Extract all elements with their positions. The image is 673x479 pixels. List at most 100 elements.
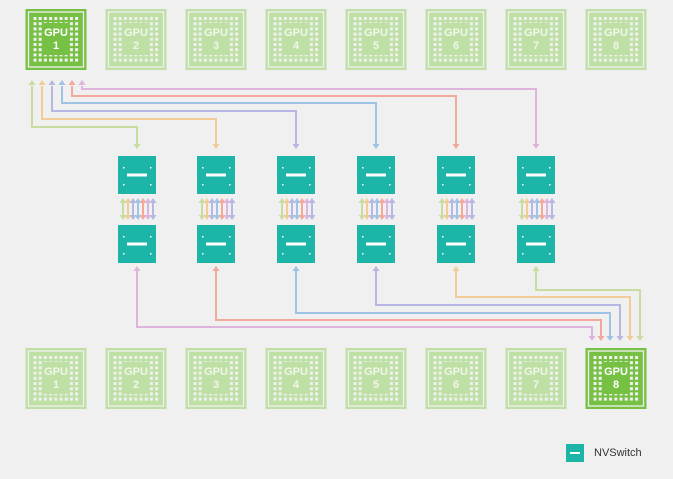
gpu-grid-cell	[315, 382, 319, 385]
gpu-grid-cell	[149, 17, 153, 20]
gpu-number: 4	[293, 40, 300, 52]
link-arrowhead	[458, 198, 466, 203]
gpu-grid-cell	[469, 366, 473, 370]
gpu-grid-cell	[454, 397, 458, 401]
gpu-grid-cell	[619, 356, 623, 359]
gpu-grid-cell	[544, 58, 548, 62]
gpu-grid-cell	[273, 387, 277, 391]
gpu-grid-cell	[389, 366, 393, 370]
nvswitch-dot	[442, 167, 444, 169]
gpu-grid-cell	[389, 58, 393, 62]
gpu-grid-cell	[513, 397, 517, 401]
link-gpu1-switch-3	[51, 86, 297, 144]
gpu-grid-cell	[155, 376, 159, 380]
gpu-grid-cell	[299, 356, 303, 359]
gpu-grid-cell	[224, 58, 228, 62]
gpu-grid-cell	[193, 356, 197, 359]
gpu-grid-cell	[113, 371, 117, 375]
gpu-grid-cell	[43, 58, 47, 62]
gpu-grid-cell	[384, 58, 388, 62]
link-arrowhead	[68, 80, 76, 85]
gpu-grid-cell	[43, 17, 47, 20]
link-arrowhead	[58, 80, 66, 85]
gpu-grid-cell	[38, 392, 42, 396]
gpu-grid-cell	[635, 392, 639, 396]
nvswitch-dot	[442, 236, 444, 238]
gpu-grid-cell	[113, 53, 117, 57]
gpu-grid-cell	[315, 32, 319, 36]
nvswitch-bar	[526, 242, 546, 246]
gpu-grid-cell	[33, 43, 37, 46]
link-arrowhead	[278, 198, 286, 203]
gpu-grid-cell	[235, 392, 239, 396]
gpu-grid-cell	[635, 361, 639, 365]
gpu-grid-cell	[209, 58, 213, 62]
gpu-grid-cell	[513, 48, 517, 52]
gpu-grid-cell	[155, 43, 159, 46]
gpu-grid-cell	[229, 382, 233, 385]
gpu-grid-cell	[38, 27, 42, 31]
gpu-grid-cell	[395, 356, 399, 359]
gpu-grid-cell	[54, 58, 58, 62]
gpu-label-area	[203, 362, 229, 394]
gpu-grid-cell	[358, 22, 362, 26]
nvswitch-dot	[202, 236, 204, 238]
nvswitch-upper-5	[437, 156, 475, 194]
link-arrowhead	[129, 198, 137, 203]
gpu-grid-cell	[539, 58, 543, 62]
link-arrowhead	[288, 215, 296, 220]
gpu-grid-cell	[555, 43, 559, 46]
gpu-label-area	[283, 362, 309, 394]
gpu-grid-cell	[118, 17, 122, 20]
gpu-grid-cell	[64, 17, 68, 20]
gpu-grid-cell	[544, 17, 548, 20]
gpu-grid-cell	[523, 356, 527, 359]
link-arrowhead	[198, 198, 206, 203]
gpu-grid-cell	[294, 356, 298, 359]
gpu-grid-cell	[363, 397, 367, 401]
gpu-grid-cell	[433, 397, 437, 401]
gpu-grid-cell	[113, 397, 117, 401]
gpu-grid-cell	[635, 58, 639, 62]
gpu-grid-cell	[33, 53, 37, 57]
gpu-grid-cell	[273, 58, 277, 62]
gpu-grid-cell	[624, 397, 628, 401]
gpu-number: 7	[533, 40, 539, 52]
gpu-grid-cell	[374, 397, 378, 401]
gpu-grid-cell	[464, 58, 468, 62]
gpu-grid-cell	[193, 22, 197, 26]
gpu-grid-cell	[629, 387, 633, 391]
link-arrowhead	[133, 144, 141, 149]
gpu-grid-cell	[513, 37, 517, 41]
gpu-grid-cell	[395, 53, 399, 57]
link-arrowhead	[383, 198, 391, 203]
nvswitch-dot	[469, 236, 471, 238]
gpu-grid-cell	[193, 37, 197, 41]
gpu-grid-cell	[475, 382, 479, 385]
gpu-grid-cell	[369, 356, 373, 359]
link-arrowhead	[363, 215, 371, 220]
gpu-grid-cell	[459, 17, 463, 20]
gpu-grid-cell	[315, 361, 319, 365]
gpu-grid-cell	[224, 356, 228, 359]
link-arrowhead	[198, 215, 206, 220]
gpu-grid-cell	[438, 382, 442, 385]
gpu-grid-cell	[598, 48, 602, 52]
link-arrowhead	[368, 215, 376, 220]
link-arrowhead	[528, 198, 536, 203]
gpu-number: 3	[213, 40, 219, 52]
gpu-grid-cell	[549, 397, 553, 401]
gpu-grid-cell	[438, 371, 442, 375]
gpu-grid-cell	[593, 53, 597, 57]
gpu-grid-cell	[358, 356, 362, 359]
link-arrowhead	[308, 215, 316, 220]
gpu-grid-cell	[609, 58, 613, 62]
gpu-grid-cell	[149, 356, 153, 359]
gpu-grid-cell	[389, 37, 393, 41]
link-arrowhead	[373, 198, 381, 203]
gpu-grid-cell	[518, 392, 522, 396]
